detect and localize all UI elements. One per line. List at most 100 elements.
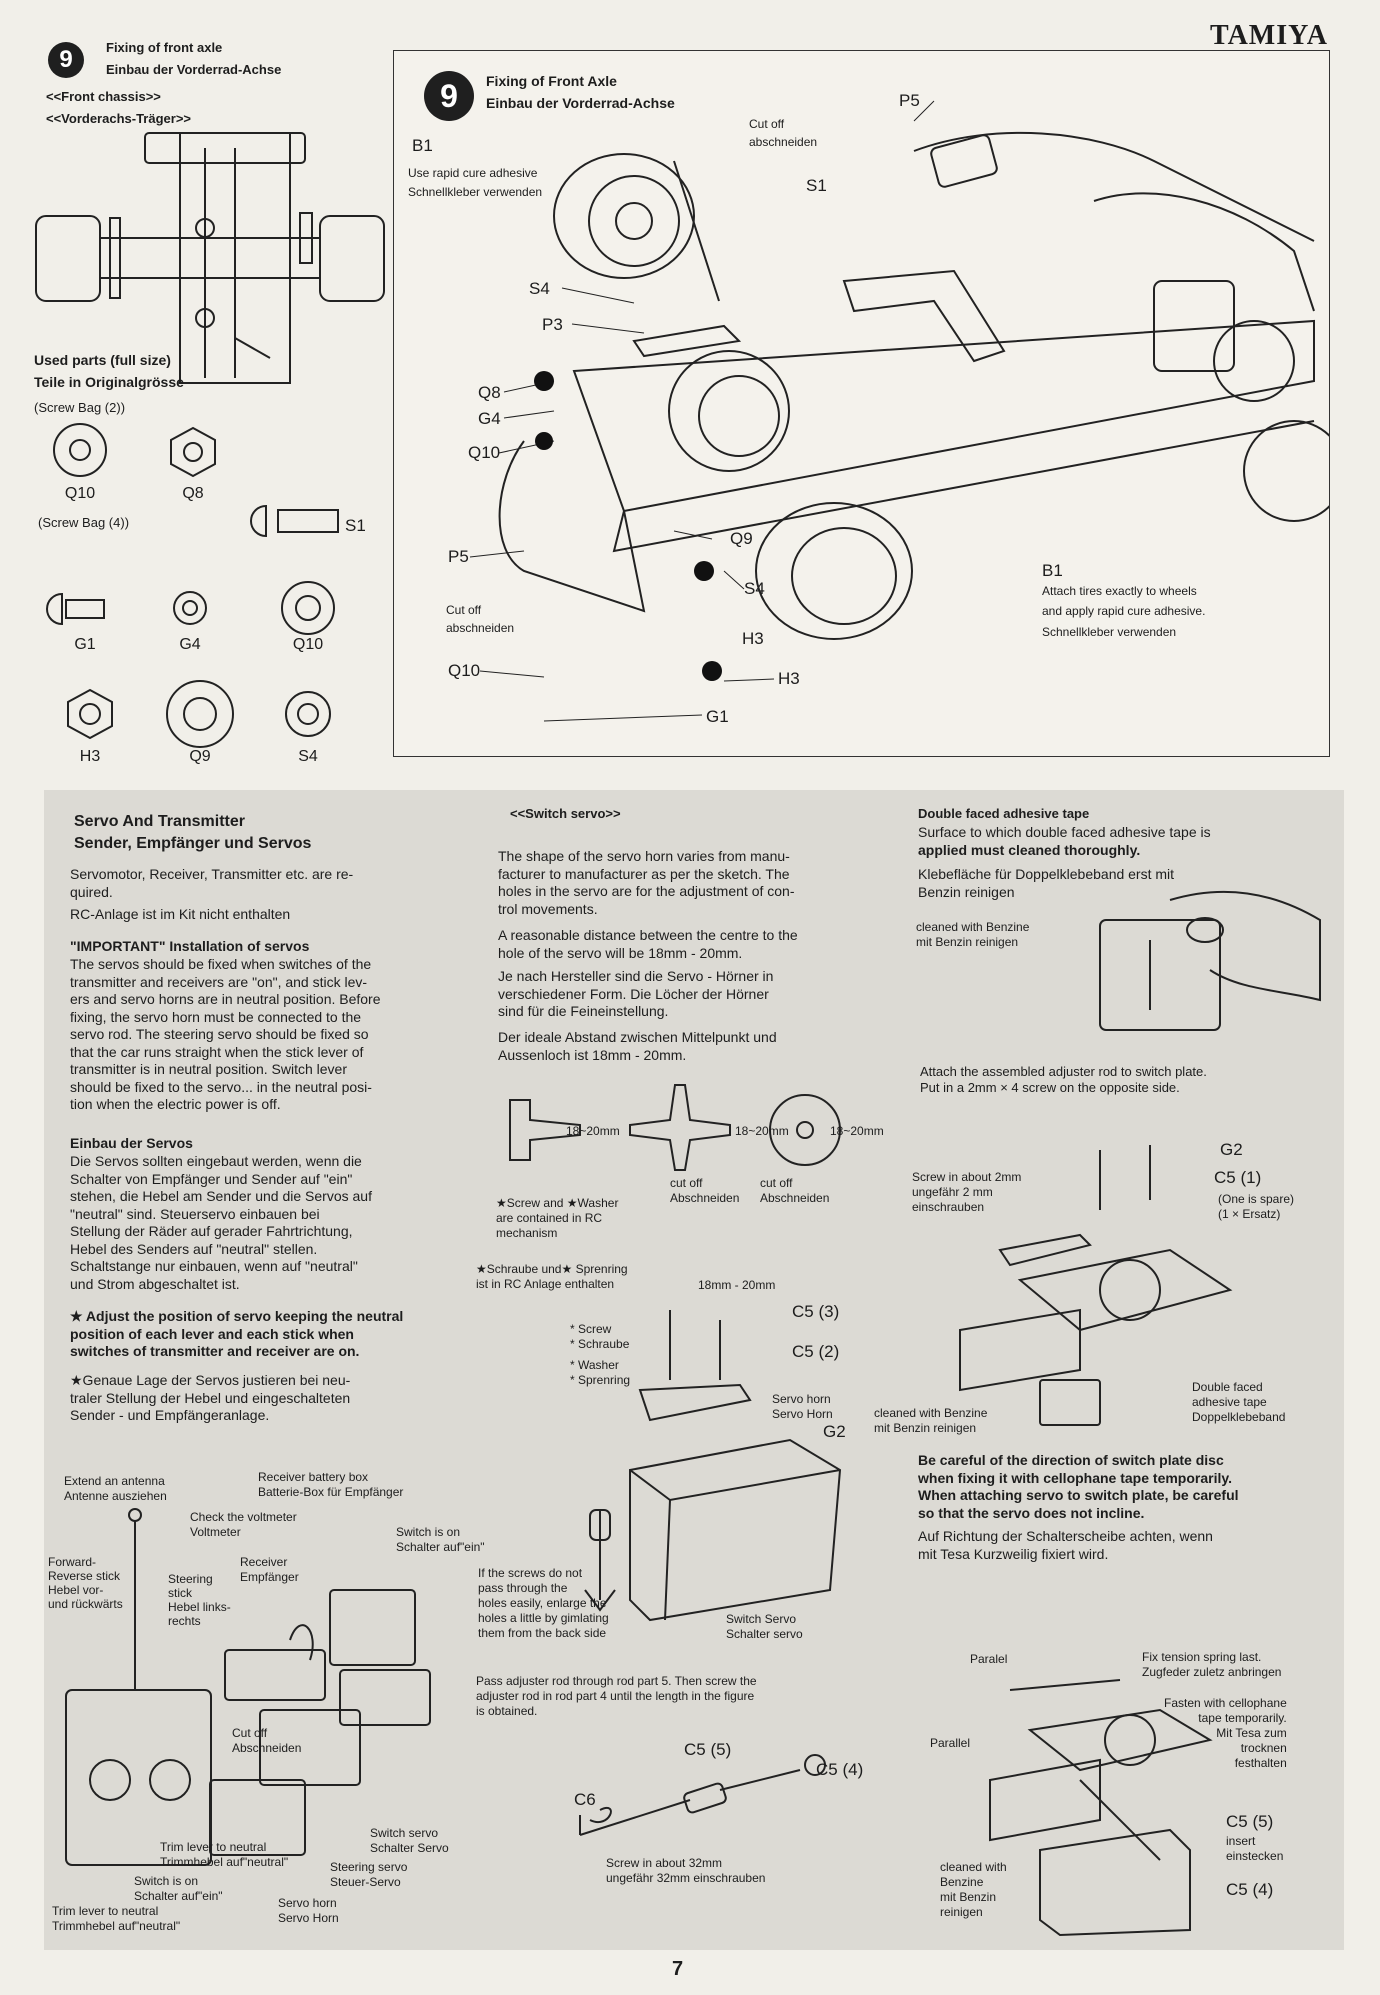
page-number: 7 — [672, 1958, 684, 1980]
steering-stick-label: Steering stick Hebel links-rechts — [168, 1572, 231, 1628]
part-label-q9: Q9 — [189, 748, 211, 765]
trim-lever-label-b: Trim lever to neutral Trimmhebel auf"neu… — [52, 1904, 181, 1933]
cleaned-benzine-label: cleaned with Benzine mit Benzin reinigen — [916, 920, 1030, 949]
pass-rod-text: Pass adjuster rod through rod part 5. Th… — [476, 1674, 757, 1718]
part-label-h3: H3 — [79, 748, 101, 765]
label-c6: C6 — [574, 1790, 596, 1809]
one-spare-label: (One is spare) (1 × Ersatz) — [1218, 1192, 1295, 1221]
label-c5-4: C5 (4) — [816, 1760, 864, 1779]
horn-dim-2: 18~20mm — [735, 1124, 789, 1138]
servo-intro-2: quired. — [70, 884, 113, 900]
panel-step-badge: 9 — [424, 71, 474, 121]
check-voltmeter-label: Check the voltmeter Voltmeter — [190, 1510, 297, 1539]
enlarge-holes-note: If the screws do not pass through the ho… — [478, 1566, 609, 1640]
servo-horn-shapes-drawing — [509, 1084, 841, 1171]
step-number-badge: 9 — [48, 42, 84, 78]
label-c5-5-right: C5 (5) — [1226, 1812, 1274, 1831]
switch-servo-p4: Der ideale Abstand zwischen Mittelpunkt … — [498, 1029, 777, 1063]
steering-servo-label: Steering servo Steuer-Servo — [330, 1860, 408, 1889]
forward-reverse-label: Forward-Reverse stick Hebel vor- und rüc… — [48, 1555, 123, 1611]
b1-right-text-3: Schnellkleber verwenden — [1042, 625, 1177, 639]
cut-off-horn-1: cut off Abschneiden — [670, 1176, 740, 1205]
callout-p3: P3 — [542, 315, 563, 334]
label-g2: G2 — [823, 1422, 846, 1441]
cut-off-label: Cut off Abschneiden — [232, 1726, 302, 1755]
horn-dim-1: 18~20mm — [566, 1124, 620, 1138]
switch-servo-p1: The shape of the servo horn varies from … — [498, 848, 795, 917]
callout-q10-top: Q10 — [468, 443, 501, 462]
switch-on-label: Switch is on Schalter auf"ein" — [396, 1525, 485, 1554]
trim-lever-label-a: Trim lever to neutral Trimmhebel auf"neu… — [160, 1840, 289, 1869]
callout-q9: Q9 — [730, 529, 753, 548]
callout-g4: G4 — [478, 409, 501, 428]
b1-top-text-en: Use rapid cure adhesive — [408, 166, 538, 180]
callout-p5-left: P5 — [448, 547, 469, 566]
label-c5-3: C5 (3) — [792, 1302, 840, 1321]
used-parts-drawings — [46, 423, 339, 748]
cut-off-top-en: Cut off — [749, 117, 785, 131]
adjust-en-text: ★ Adjust the position of servo keeping t… — [70, 1308, 404, 1359]
switch-on-label-b: Switch is on Schalter auf"ein" — [134, 1874, 223, 1903]
b1-right-text-2: and apply rapid cure adhesive. — [1042, 604, 1206, 618]
step-9-panel: 9 Fixing of Front Axle Einbau der Vorder… — [393, 50, 1330, 757]
label-c5-1: C5 (1) — [1214, 1168, 1262, 1187]
transmitter-receiver-drawing — [65, 1508, 431, 1866]
b1-top-label: B1 — [412, 136, 433, 155]
servo-title-de: Sender, Empfänger und Servos — [74, 835, 312, 852]
label-c5-5: C5 (5) — [684, 1740, 732, 1759]
left-title-en: Fixing of front axle — [106, 40, 223, 55]
screw-labels: * Screw * Schraube * Washer * Sprenring — [570, 1322, 631, 1387]
part-label-q10-b: Q10 — [292, 636, 324, 653]
part-label-s1: S1 — [345, 516, 366, 535]
screw-washer-note-de: ★Schraube und★ Sprenring ist in RC Anlag… — [476, 1262, 628, 1291]
label-c5-4-right: C5 (4) — [1226, 1880, 1274, 1899]
switch-servo-label: Switch servo Schalter Servo — [370, 1826, 449, 1855]
callout-p5-top: P5 — [899, 91, 920, 110]
left-title-de: Einbau der Vorderrad-Achse — [106, 62, 282, 77]
cut-off-left-en: Cut off — [446, 603, 482, 617]
receiver-battery-label: Receiver battery box Batterie-Box für Em… — [258, 1470, 404, 1499]
part-label-g1: G1 — [74, 636, 96, 653]
servo-intro-1: Servomotor, Receiver, Transmitter etc. a… — [70, 866, 354, 882]
tape-en-text: Surface to which double faced adhesive t… — [918, 824, 1211, 858]
adjust-de-text: ★Genaue Lage der Servos justieren bei ne… — [70, 1372, 351, 1423]
front-chassis-label: <<Front chassis>> — [46, 89, 161, 104]
switch-plate-assembly-drawing — [959, 1145, 1233, 1426]
receiver-label: Receiver Empfänger — [240, 1555, 299, 1584]
double-faced-tape-label: Double faced adhesive tape Doppelklebeba… — [1192, 1380, 1286, 1424]
panel-title-en: Fixing of Front Axle — [486, 73, 617, 89]
screw-bag-4-label: (Screw Bag (4)) — [38, 515, 130, 530]
b1-right-label: B1 — [1042, 561, 1063, 580]
horn-dim-3: 18~20mm — [830, 1124, 884, 1138]
vorderachs-label: <<Vorderachs-Träger>> — [46, 111, 192, 126]
screw-bag-2-label: (Screw Bag (2)) — [34, 400, 126, 415]
callout-h3-left: H3 — [742, 629, 764, 648]
einbau-text: Die Servos sollten eingebaut werden, wen… — [70, 1153, 372, 1292]
callout-q8: Q8 — [478, 383, 501, 402]
servo-horn-label: Servo horn Servo Horn — [278, 1896, 339, 1925]
switch-servo-box-label: Switch Servo Schalter servo — [726, 1612, 803, 1641]
screw-2mm-label: Screw in about 2mm ungefähr 2 mm einschr… — [912, 1170, 1022, 1214]
adjuster-rod-drawing — [579, 1754, 826, 1836]
part-label-q10: Q10 — [64, 485, 96, 502]
brand-logo: TAMIYA — [1209, 20, 1328, 51]
cut-off-horn-2: cut off Abschneiden — [760, 1176, 830, 1205]
tape-de-text: Klebefläche für Doppelklebeband erst mit… — [918, 866, 1175, 900]
label-g2-right: G2 — [1220, 1140, 1243, 1159]
servo-mounting-drawing — [989, 1679, 1213, 1937]
tape-title: Double faced adhesive tape — [918, 806, 1090, 821]
callout-s1: S1 — [806, 176, 827, 195]
fix-tension-spring-label: Fix tension spring last. Zugfeder zuletz… — [1142, 1650, 1282, 1679]
important-text: The servos should be fixed when switches… — [70, 956, 381, 1112]
servo-intro-3: RC-Anlage ist im Kit nicht enthalten — [70, 906, 291, 922]
einbau-title: Einbau der Servos — [70, 1135, 193, 1151]
teile-label: Teile in Originalgrösse — [34, 374, 184, 390]
part-label-s4: S4 — [298, 748, 318, 765]
cleaned-benzine-label-3: cleaned with Benzine mit Benzin reinigen — [940, 1860, 1007, 1919]
callout-s4-top: S4 — [529, 279, 550, 298]
cut-off-top-de: abschneiden — [749, 135, 818, 149]
cleaned-benzine-label-2: cleaned with Benzine mit Benzin reinigen — [874, 1406, 988, 1435]
switch-servo-title: <<Switch servo>> — [510, 806, 621, 821]
important-title: "IMPORTANT" Installation of servos — [70, 938, 310, 954]
careful-de-text: Auf Richtung der Schalterscheibe achten,… — [918, 1528, 1213, 1562]
